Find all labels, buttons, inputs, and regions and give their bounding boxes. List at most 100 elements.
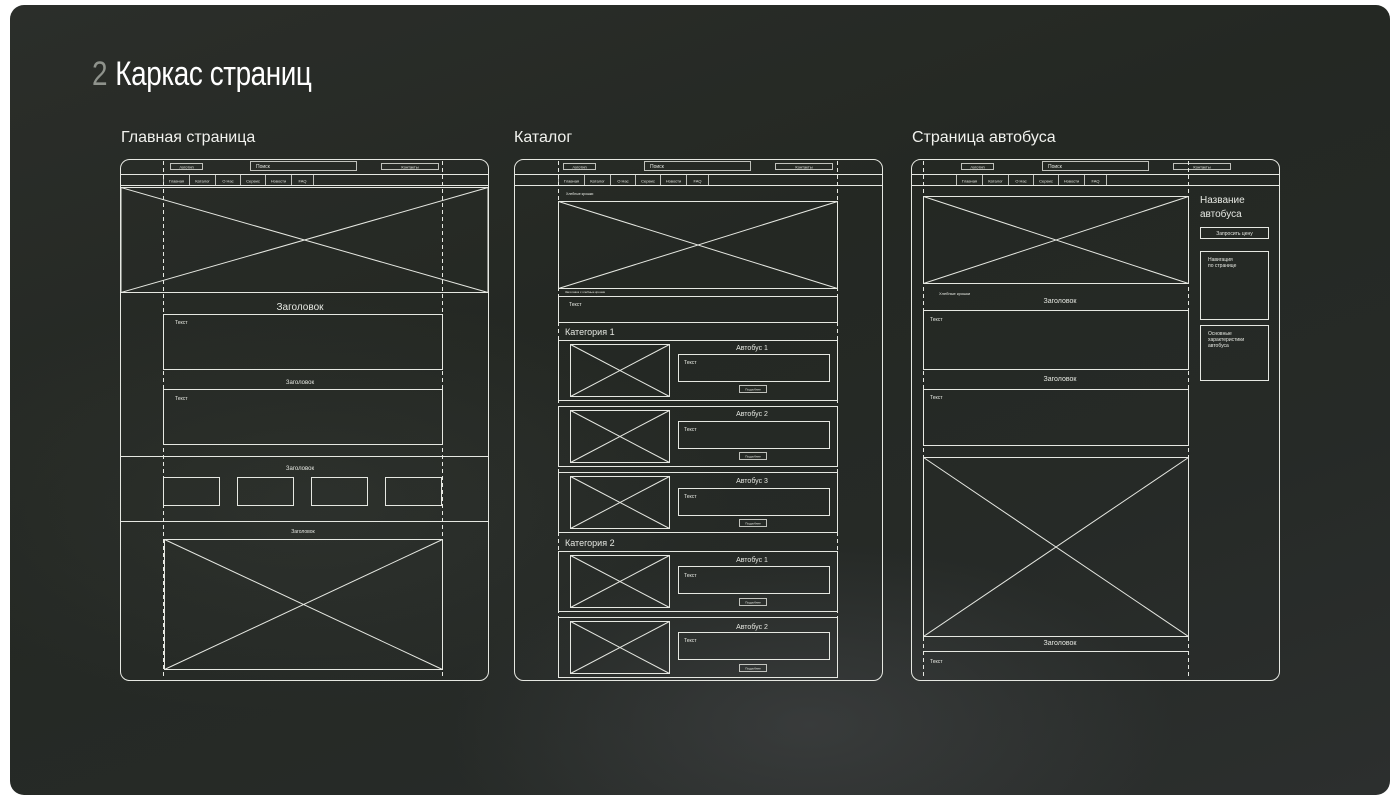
catalog-search-text: Поиск: [650, 164, 665, 170]
specs-line-2: характеристики: [1208, 337, 1244, 343]
bus-nav-item[interactable]: Каталог: [988, 179, 1003, 184]
main-logo-box: [170, 163, 203, 170]
catalog-bus-card[interactable]: Автобус 2 Текст Подробнее: [558, 406, 838, 467]
catalog-label: Каталог: [514, 129, 573, 146]
bus-nav-item[interactable]: Новости: [1064, 179, 1079, 184]
bus-card-button[interactable]: [739, 598, 767, 606]
bus-card-frame: [558, 340, 838, 401]
catalog-nav-item[interactable]: Новости: [666, 179, 681, 184]
bus-card-cross: [570, 344, 670, 397]
bus-heading-1: Заголовок: [1044, 298, 1078, 305]
bus-card-cross: [570, 410, 670, 463]
catalog-bus-card[interactable]: Автобус 2 Текст Подробнее: [558, 617, 838, 678]
bus-card-image: [570, 344, 670, 397]
specs-block: [1200, 325, 1269, 381]
bus-card-text: Текст: [684, 427, 697, 433]
catalog-nav-item[interactable]: Каталог: [590, 179, 605, 184]
catalog-banner-caption: Заголовок с хлебные крошки: [565, 290, 606, 294]
bus-nav-item[interactable]: Сервис: [1039, 179, 1053, 184]
main-nav-item[interactable]: Главная: [169, 179, 184, 184]
bus-card-button-text: Подробнее: [745, 388, 761, 392]
bus-gallery-cross: [923, 196, 1189, 284]
catalog-frame: [514, 159, 883, 681]
main-text-1: Текст: [175, 320, 188, 326]
main-text-block-2: [163, 389, 443, 445]
bus-card-title: Автобус 2: [736, 410, 768, 418]
catalog-contacts-box[interactable]: [775, 163, 833, 170]
bus-text-3: Текст: [930, 659, 943, 665]
bus-nav-item[interactable]: FAQ: [1091, 179, 1099, 184]
bus-large-image: [923, 457, 1189, 637]
specs-line-3: автобуса: [1208, 343, 1229, 349]
bus-card-text-block: [678, 632, 830, 660]
catalog-intro-text-block: [558, 296, 838, 323]
catalog-bus-card[interactable]: Автобус 3 Текст Подробнее: [558, 472, 838, 533]
catalog-search-box[interactable]: [644, 161, 751, 171]
catalog-intro-text: Текст: [569, 302, 582, 308]
bus-card-button[interactable]: [739, 452, 767, 460]
bus-card-button[interactable]: [739, 519, 767, 527]
catalog-nav-item[interactable]: Сервис: [641, 179, 655, 184]
main-search-box[interactable]: [250, 161, 357, 171]
bus-card-text: Текст: [684, 494, 697, 500]
main-nav-item[interactable]: Новости: [271, 179, 286, 184]
catalog-breadcrumbs[interactable]: Хлебные крошки: [566, 192, 593, 196]
bus-name-line-2: автобуса: [1200, 208, 1242, 220]
bus-nav-bar: [956, 174, 1107, 186]
bus-text-block-2: [923, 389, 1189, 446]
bus-contacts-box[interactable]: [1173, 163, 1231, 170]
bus-nav-item[interactable]: О Нас: [1015, 179, 1026, 184]
page-navigation-block[interactable]: [1200, 251, 1269, 320]
bus-card-button-text: Подробнее: [745, 522, 761, 526]
catalog-nav-item[interactable]: Главная: [564, 179, 579, 184]
bus-card-button[interactable]: [739, 664, 767, 672]
main-bottom-image: [164, 539, 443, 670]
bus-card-frame: [558, 472, 838, 533]
catalog-bus-card[interactable]: Автобус 1 Текст Подробнее: [558, 551, 838, 612]
main-nav-item[interactable]: FAQ: [298, 179, 306, 184]
bus-heading-3: Заголовок: [1044, 640, 1078, 647]
catalog-bus-card[interactable]: Автобус 1 Текст Подробнее: [558, 340, 838, 401]
bus-card-cross: [570, 476, 670, 529]
main-text-block-1: [163, 314, 443, 370]
main-hero-image: [120, 187, 489, 293]
main-contacts-box[interactable]: [381, 163, 439, 170]
bus-card-frame: [558, 617, 838, 678]
main-nav-item[interactable]: Сервис: [246, 179, 260, 184]
catalog-nav-item[interactable]: FAQ: [693, 179, 701, 184]
bus-card-text-block: [678, 488, 830, 516]
main-page-wireframe: логотип Поиск Контакты Главная Каталог О…: [120, 159, 489, 681]
main-card: [163, 477, 220, 506]
bus-card-button[interactable]: [739, 385, 767, 393]
bus-card-image: [570, 555, 670, 608]
bus-breadcrumbs[interactable]: Хлебные крошки: [939, 291, 970, 296]
main-heading-3: Заголовок: [286, 466, 315, 472]
bus-card-cross: [570, 621, 670, 674]
bus-logo-text: логотип: [970, 165, 984, 170]
bus-text-2: Текст: [930, 395, 943, 401]
bus-page-frame: [911, 159, 1280, 681]
main-nav-item[interactable]: О Нас: [222, 179, 233, 184]
bus-large-cross: [923, 457, 1189, 637]
catalog-category-1[interactable]: Категория 1: [565, 327, 615, 337]
main-card: [385, 477, 442, 506]
bus-search-box[interactable]: [1042, 161, 1149, 171]
catalog-banner-cross: [558, 201, 838, 289]
bus-card-text-block: [678, 354, 830, 382]
bus-card-text-block: [678, 421, 830, 449]
main-search-text: Поиск: [256, 164, 271, 170]
main-nav-item[interactable]: Каталог: [195, 179, 210, 184]
bus-contacts-text: Контакты: [1193, 165, 1210, 170]
page-navigation-line-2: по странице: [1208, 263, 1237, 269]
bus-card-title: Автобус 1: [736, 344, 768, 352]
slide-number: 2: [92, 55, 108, 93]
bus-text-block-1: [923, 310, 1189, 370]
bus-nav-item[interactable]: Главная: [962, 179, 977, 184]
catalog-category-2[interactable]: Категория 2: [565, 538, 615, 548]
page-navigation-line-1: Навигация: [1208, 257, 1233, 263]
main-page-label: Главная страница: [121, 129, 256, 146]
request-price-button[interactable]: [1200, 227, 1269, 239]
catalog-nav-item[interactable]: О Нас: [617, 179, 628, 184]
